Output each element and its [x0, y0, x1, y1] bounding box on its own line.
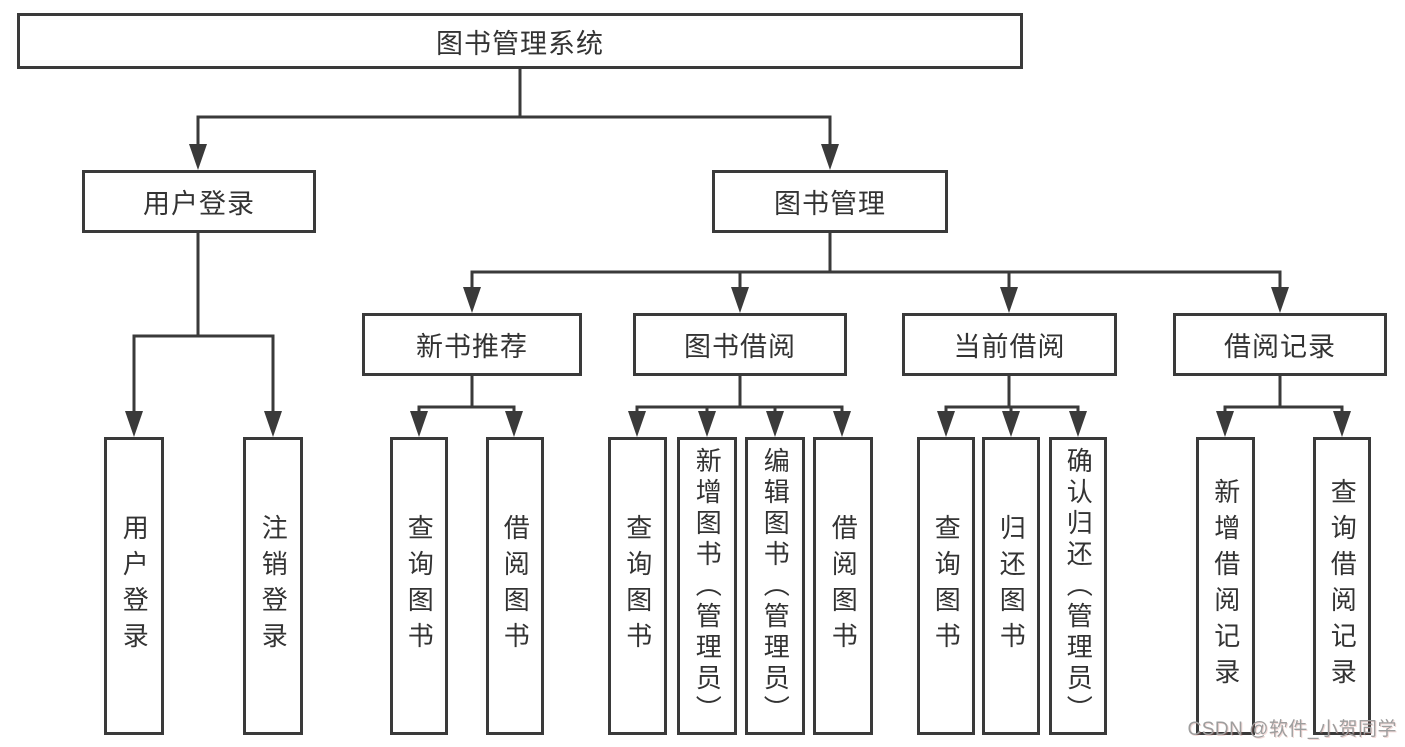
node-root: 图书管理系统 [17, 13, 1023, 69]
node-current-borrow: 当前借阅 [902, 313, 1117, 376]
leaf-user-login: 用户登录 [104, 437, 164, 735]
node-book-management: 图书管理 [712, 170, 948, 233]
leaf-user-login-label: 用户登录 [119, 514, 150, 658]
leaf-query-borrow-record-label: 查询借阅记录 [1327, 478, 1358, 694]
leaf-logout: 注销登录 [243, 437, 303, 735]
leaf-borrow-book-recommend: 借阅图书 [486, 437, 544, 735]
leaf-confirm-return-admin: 确认归还（管理员） [1049, 437, 1107, 735]
leaf-query-book-current-label: 查询图书 [931, 514, 962, 658]
leaf-query-book-borrow-label: 查询图书 [622, 514, 653, 658]
leaf-add-book-admin-label: 新增图书（管理员） [692, 446, 723, 726]
node-new-book-recommend: 新书推荐 [362, 313, 582, 376]
leaf-borrow-book-label: 借阅图书 [828, 514, 859, 658]
leaf-edit-book-admin-label: 编辑图书（管理员） [760, 446, 791, 726]
node-borrow-record: 借阅记录 [1173, 313, 1387, 376]
node-user-login: 用户登录 [82, 170, 316, 233]
leaf-query-borrow-record: 查询借阅记录 [1313, 437, 1371, 735]
leaf-query-book-recommend: 查询图书 [390, 437, 448, 735]
node-borrow-record-label: 借阅记录 [1224, 332, 1336, 362]
leaf-query-book-current: 查询图书 [917, 437, 975, 735]
leaf-query-book-recommend-label: 查询图书 [404, 514, 435, 658]
leaf-edit-book-admin: 编辑图书（管理员） [745, 437, 805, 735]
node-new-book-recommend-label: 新书推荐 [416, 332, 528, 362]
leaf-return-book: 归还图书 [982, 437, 1040, 735]
leaf-return-book-label: 归还图书 [996, 514, 1027, 658]
node-user-login-label: 用户登录 [143, 189, 255, 219]
csdn-watermark: CSDN @软件_小贺同学 [1187, 719, 1397, 740]
leaf-add-borrow-record: 新增借阅记录 [1196, 437, 1255, 735]
leaf-query-book-borrow: 查询图书 [608, 437, 667, 735]
node-book-borrow: 图书借阅 [633, 313, 847, 376]
leaf-borrow-book-recommend-label: 借阅图书 [500, 514, 531, 658]
leaf-confirm-return-admin-label: 确认归还（管理员） [1063, 446, 1094, 726]
leaf-borrow-book: 借阅图书 [813, 437, 873, 735]
node-current-borrow-label: 当前借阅 [953, 332, 1066, 362]
leaf-add-book-admin: 新增图书（管理员） [677, 437, 737, 735]
node-book-management-label: 图书管理 [774, 189, 886, 219]
leaf-add-borrow-record-label: 新增借阅记录 [1210, 478, 1241, 694]
node-book-borrow-label: 图书借阅 [684, 332, 796, 362]
leaf-logout-label: 注销登录 [258, 514, 289, 658]
node-root-label: 图书管理系统 [436, 28, 604, 59]
